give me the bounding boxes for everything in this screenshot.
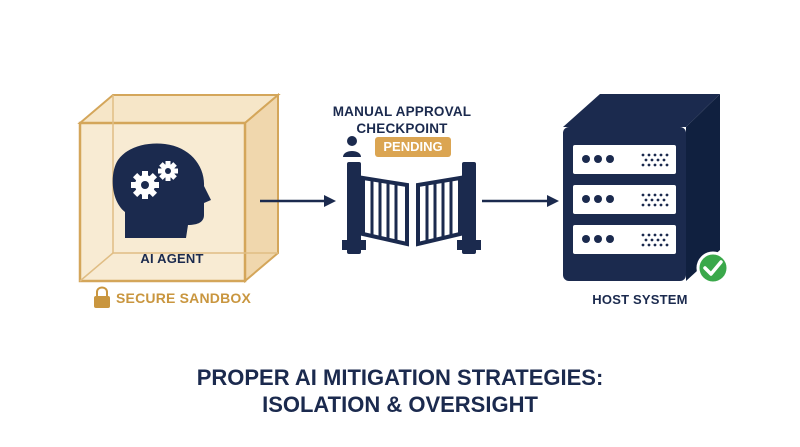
- page-title: PROPER AI MITIGATION STRATEGIES: ISOLATI…: [0, 364, 800, 418]
- ai-agent-label: AI AGENT: [140, 251, 204, 266]
- gate-icon: [342, 162, 481, 254]
- status-badge: PENDING: [375, 137, 451, 157]
- checkpoint-title-line2: CHECKPOINT: [356, 121, 448, 136]
- head-gears-icon: [112, 143, 211, 238]
- check-icon: [696, 251, 730, 285]
- host-system-label: HOST SYSTEM: [592, 292, 688, 307]
- arrow-icon: [260, 195, 559, 207]
- user-icon: [343, 136, 361, 157]
- secure-sandbox-label: SECURE SANDBOX: [116, 290, 252, 306]
- checkpoint-title-line1: MANUAL APPROVAL: [332, 104, 472, 119]
- server-drive: [573, 145, 676, 254]
- page-title-line2: ISOLATION & OVERSIGHT: [262, 392, 538, 417]
- lock-icon: [94, 286, 110, 308]
- checkpoint-title: MANUAL APPROVAL CHECKPOINT: [318, 103, 486, 137]
- server-icon: [563, 94, 720, 281]
- page-title-line1: PROPER AI MITIGATION STRATEGIES:: [196, 365, 604, 390]
